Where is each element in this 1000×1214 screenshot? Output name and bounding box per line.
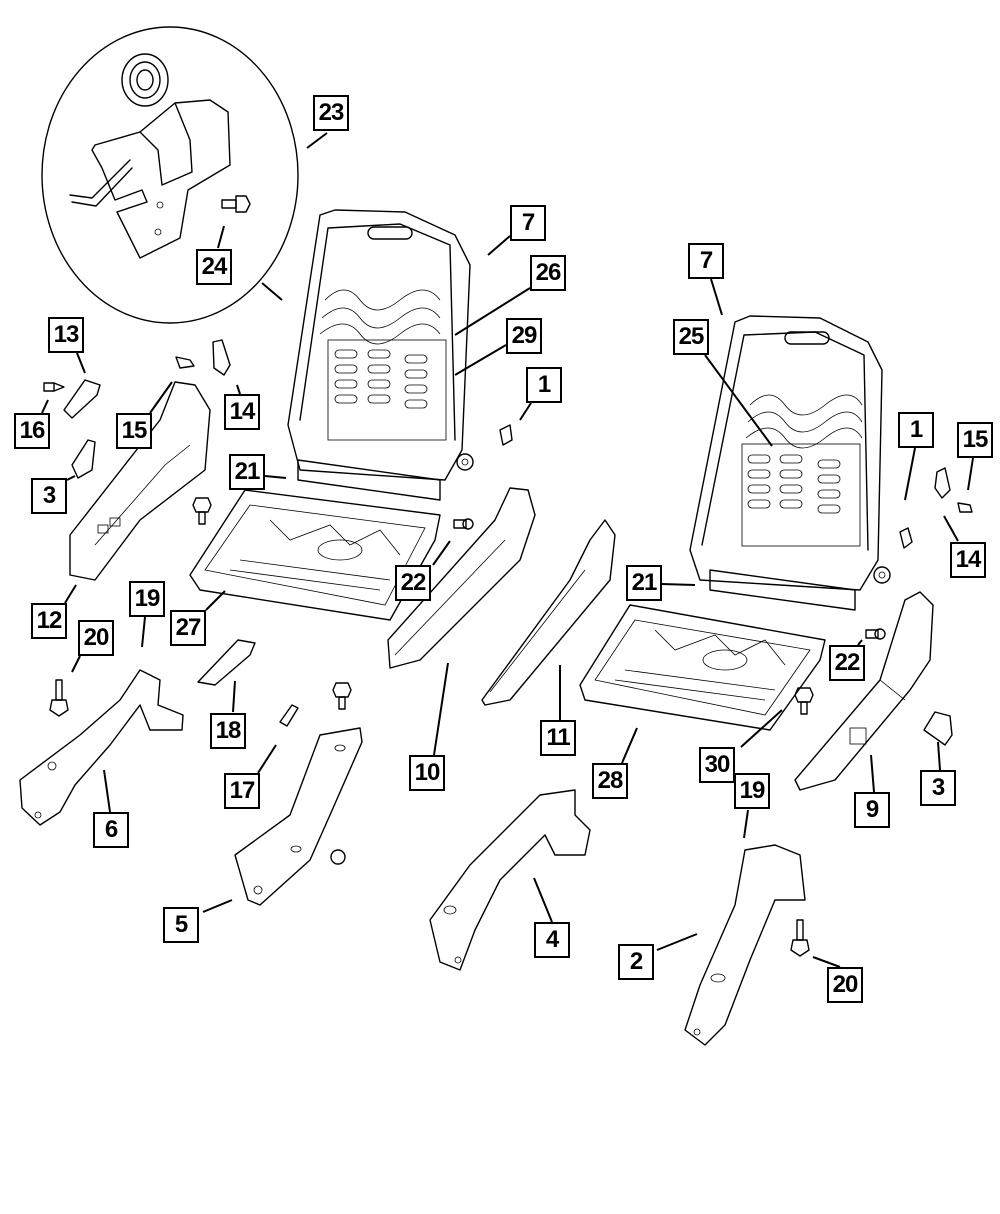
callout-14-right[interactable]: 14 xyxy=(950,542,986,578)
spring-coil-part xyxy=(121,53,169,107)
callout-10[interactable]: 10 xyxy=(409,755,445,791)
callout-15-right[interactable]: 15 xyxy=(957,422,993,458)
bolt-22-right-part xyxy=(865,628,886,640)
callout-15-left[interactable]: 15 xyxy=(116,413,152,449)
screw-15-left-part xyxy=(175,356,195,369)
callout-1-right[interactable]: 1 xyxy=(898,412,934,448)
push-pin-1-right-part xyxy=(899,527,913,549)
riser-4-part xyxy=(429,789,591,971)
callout-27[interactable]: 27 xyxy=(170,610,206,646)
callout-17[interactable]: 17 xyxy=(224,773,260,809)
callout-21-right[interactable]: 21 xyxy=(626,565,662,601)
callout-24[interactable]: 24 xyxy=(196,249,232,285)
callout-26[interactable]: 26 xyxy=(530,255,566,291)
leader-lines xyxy=(41,132,974,968)
callout-13[interactable]: 13 xyxy=(48,317,84,353)
callout-19-left[interactable]: 19 xyxy=(129,581,165,617)
switch-18-part xyxy=(197,639,256,686)
callout-21-left[interactable]: 21 xyxy=(229,454,265,490)
push-pin-1-left-part xyxy=(499,424,513,446)
shield-outer-right-part xyxy=(794,591,934,791)
callout-11[interactable]: 11 xyxy=(540,720,576,756)
bolt-30-part xyxy=(794,687,814,715)
callout-20-left[interactable]: 20 xyxy=(78,620,114,656)
bolt-22-left-part xyxy=(453,518,474,530)
callout-3-right[interactable]: 3 xyxy=(920,770,956,806)
shield-inner-left-part xyxy=(387,487,536,669)
knob-14-right-part xyxy=(934,467,951,499)
callout-2[interactable]: 2 xyxy=(618,944,654,980)
callout-6[interactable]: 6 xyxy=(93,812,129,848)
callout-7-left[interactable]: 7 xyxy=(510,205,546,241)
callout-5[interactable]: 5 xyxy=(163,907,199,943)
callout-3-left[interactable]: 3 xyxy=(31,478,67,514)
callout-14-left[interactable]: 14 xyxy=(224,394,260,430)
knob-14-left-part xyxy=(212,339,231,376)
riser-6-part xyxy=(19,669,184,826)
shield-outer-left-part xyxy=(69,381,211,581)
callout-22-left[interactable]: 22 xyxy=(395,565,431,601)
cushion-frame-left-part xyxy=(189,489,441,621)
bolt-cushion-left-part xyxy=(192,497,212,525)
shield-inner-right-part xyxy=(481,519,616,706)
callout-12[interactable]: 12 xyxy=(31,603,67,639)
bolt-20-left-part xyxy=(49,679,69,717)
riser-2-part xyxy=(684,844,806,1046)
callout-29[interactable]: 29 xyxy=(506,318,542,354)
bolt-riser-5-part xyxy=(330,682,352,865)
riser-5-part xyxy=(234,727,363,906)
cover-left-part xyxy=(71,439,96,479)
detail-inset-circle xyxy=(41,26,299,324)
bolt-20-right-part xyxy=(790,919,810,957)
callout-16[interactable]: 16 xyxy=(14,413,50,449)
screw-16-part xyxy=(43,382,65,392)
callout-30[interactable]: 30 xyxy=(699,747,735,783)
callout-28[interactable]: 28 xyxy=(592,763,628,799)
cushion-frame-right-part xyxy=(579,604,826,731)
screw-15-right-part xyxy=(957,502,973,513)
callout-20-right[interactable]: 20 xyxy=(827,967,863,1003)
seatback-frame-right-part xyxy=(689,315,891,611)
callout-4[interactable]: 4 xyxy=(534,922,570,958)
bolt-24-part xyxy=(221,195,251,213)
callout-22-right[interactable]: 22 xyxy=(829,645,865,681)
callout-18[interactable]: 18 xyxy=(210,713,246,749)
bracket-part xyxy=(69,99,231,259)
callout-1-left[interactable]: 1 xyxy=(526,367,562,403)
callout-23[interactable]: 23 xyxy=(313,95,349,131)
clip-17-part xyxy=(279,704,299,727)
recliner-handle-part xyxy=(63,379,101,419)
seatback-frame-left-part xyxy=(287,209,474,501)
callout-25[interactable]: 25 xyxy=(673,319,709,355)
cover-right-part xyxy=(923,711,953,746)
callout-9[interactable]: 9 xyxy=(854,792,890,828)
callout-7-right[interactable]: 7 xyxy=(688,243,724,279)
callout-19-right[interactable]: 19 xyxy=(734,773,770,809)
